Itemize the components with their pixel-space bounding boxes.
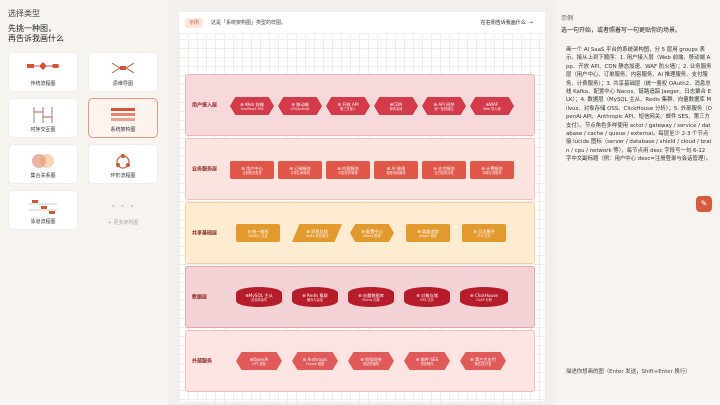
examples-intro: 选一句开始，或者照着写一句更贴你的场景。 (561, 27, 682, 34)
type-card-swimlane[interactable]: 泳道流程图 (8, 190, 78, 230)
node-api-gateway: ⊕ API 网关统一鉴权路由 (422, 97, 466, 115)
type-label: 集合关系图 (30, 173, 56, 179)
layer-name: 外部服务 (192, 358, 213, 365)
prompt-panel: 示例 选一句开始，或者照着写一句更贴你的场景。 画一个 AI SaaS 平台的系… (556, 0, 720, 405)
type-label: 时序交互图 (30, 127, 56, 133)
mindmap-icon (111, 62, 135, 74)
type-card-venn[interactable]: 集合关系图 (8, 144, 78, 184)
panel-title: 选择类型 (8, 9, 40, 18)
chat-button[interactable]: ✎ (696, 196, 712, 212)
node-user-center: ⊕ 用户中心注册登录鉴权 (230, 161, 274, 179)
type-card-flowchart[interactable]: 传统流程图 (8, 52, 78, 92)
preview-area: 示例 这是「系统架构图」类型的样图。 在右侧告诉我画什么→ 用户接入层 ⊕ We… (168, 0, 556, 405)
node-ai-inference: ⊕ AI 推理模型调用编排 (374, 161, 418, 179)
node-content-service: ⊕ 内容服务内容发布管理 (326, 161, 370, 179)
venn-icon (32, 154, 54, 168)
node-third-party-pay: ⊕ 第三方支付微信/支付宝 (460, 352, 506, 370)
chat-icon: ✎ (700, 199, 708, 208)
more-icon: • • • (110, 202, 136, 211)
diagram-canvas: 示例 这是「系统架构图」类型的样图。 在右侧告诉我画什么→ 用户接入层 ⊕ We… (178, 11, 546, 403)
example-hint: 这是「系统架构图」类型的样图。 (211, 20, 287, 26)
type-label: 环形流程图 (110, 173, 136, 179)
layer-name: 业务服务层 (192, 166, 218, 173)
layer-name: 数据层 (192, 294, 208, 301)
example-tag: 示例 (185, 18, 204, 28)
type-card-sequence[interactable]: 时序交互图 (8, 98, 78, 138)
layer-name: 用户接入层 (192, 102, 218, 109)
type-card-cycle[interactable]: 环形流程图 (88, 144, 158, 184)
sequence-icon (33, 107, 53, 123)
tell-me-link[interactable]: 在右侧告诉我画什么→ (480, 20, 533, 26)
panel-subtitle: 先挑一种图， 再告诉我画什么 (8, 24, 64, 43)
node-billing-service: ⊕ 计费服务用量计费账单 (470, 161, 514, 179)
node-mysql: ⊕MySQL 主从业务库读写 (236, 287, 282, 307)
type-label: 思维导图 (112, 81, 133, 87)
layer-name: 共享基础层 (192, 230, 218, 237)
node-order-service: ⊕ 订单服务订单生命周期 (278, 161, 322, 179)
swimlane-icon (29, 200, 57, 214)
type-card-architecture[interactable]: 系统架构图 (88, 98, 158, 138)
diagram-type-grid: 传统流程图 思维导图 时序交互图 系统架构图 (8, 52, 158, 230)
type-selector-panel: 选择类型 先挑一种图， 再告诉我画什么 传统流程图 思维导图 (0, 0, 168, 405)
node-sms-gateway: ⊕ 短信网关验证码通知 (348, 352, 394, 370)
more-types-button[interactable]: • • • + 更多架构图 (88, 190, 158, 230)
type-card-mindmap[interactable]: 思维导图 (88, 52, 158, 92)
canvas-header: 示例 这是「系统架构图」类型的样图。 在右侧告诉我画什么→ (179, 12, 545, 34)
type-label: 系统架构图 (110, 127, 136, 133)
layer-business: 业务服务层 ⊕ 用户中心注册登录鉴权 ⊕ 订单服务订单生命周期 ⊕ 内容服务内容… (185, 138, 535, 200)
prompt-input[interactable]: 描述你想画的图（Enter 发送，Shift+Enter 换行） (566, 369, 691, 375)
type-label: 泳道流程图 (30, 219, 56, 225)
example-prompt[interactable]: 画一个 AI SaaS 平台的系统架构图，分 5 层用 groups 表示。接从… (566, 47, 712, 163)
architecture-icon (111, 108, 135, 121)
cycle-icon (116, 154, 130, 169)
type-label: 传统流程图 (30, 81, 56, 87)
more-label: + 更多架构图 (107, 220, 139, 226)
arrow-right-icon: → (528, 20, 533, 26)
layer-data: 数据层 ⊕MySQL 主从业务库读写 ⊕ Redis 集群缓存与会话 ⊕ 向量数… (185, 266, 535, 328)
node-redis: ⊕ Redis 集群缓存与会话 (292, 287, 338, 307)
examples-section-title: 示例 (561, 15, 574, 22)
node-payment-service: ⊕ 支付服务支付结算对账 (422, 161, 466, 179)
flowchart-icon (27, 62, 59, 70)
